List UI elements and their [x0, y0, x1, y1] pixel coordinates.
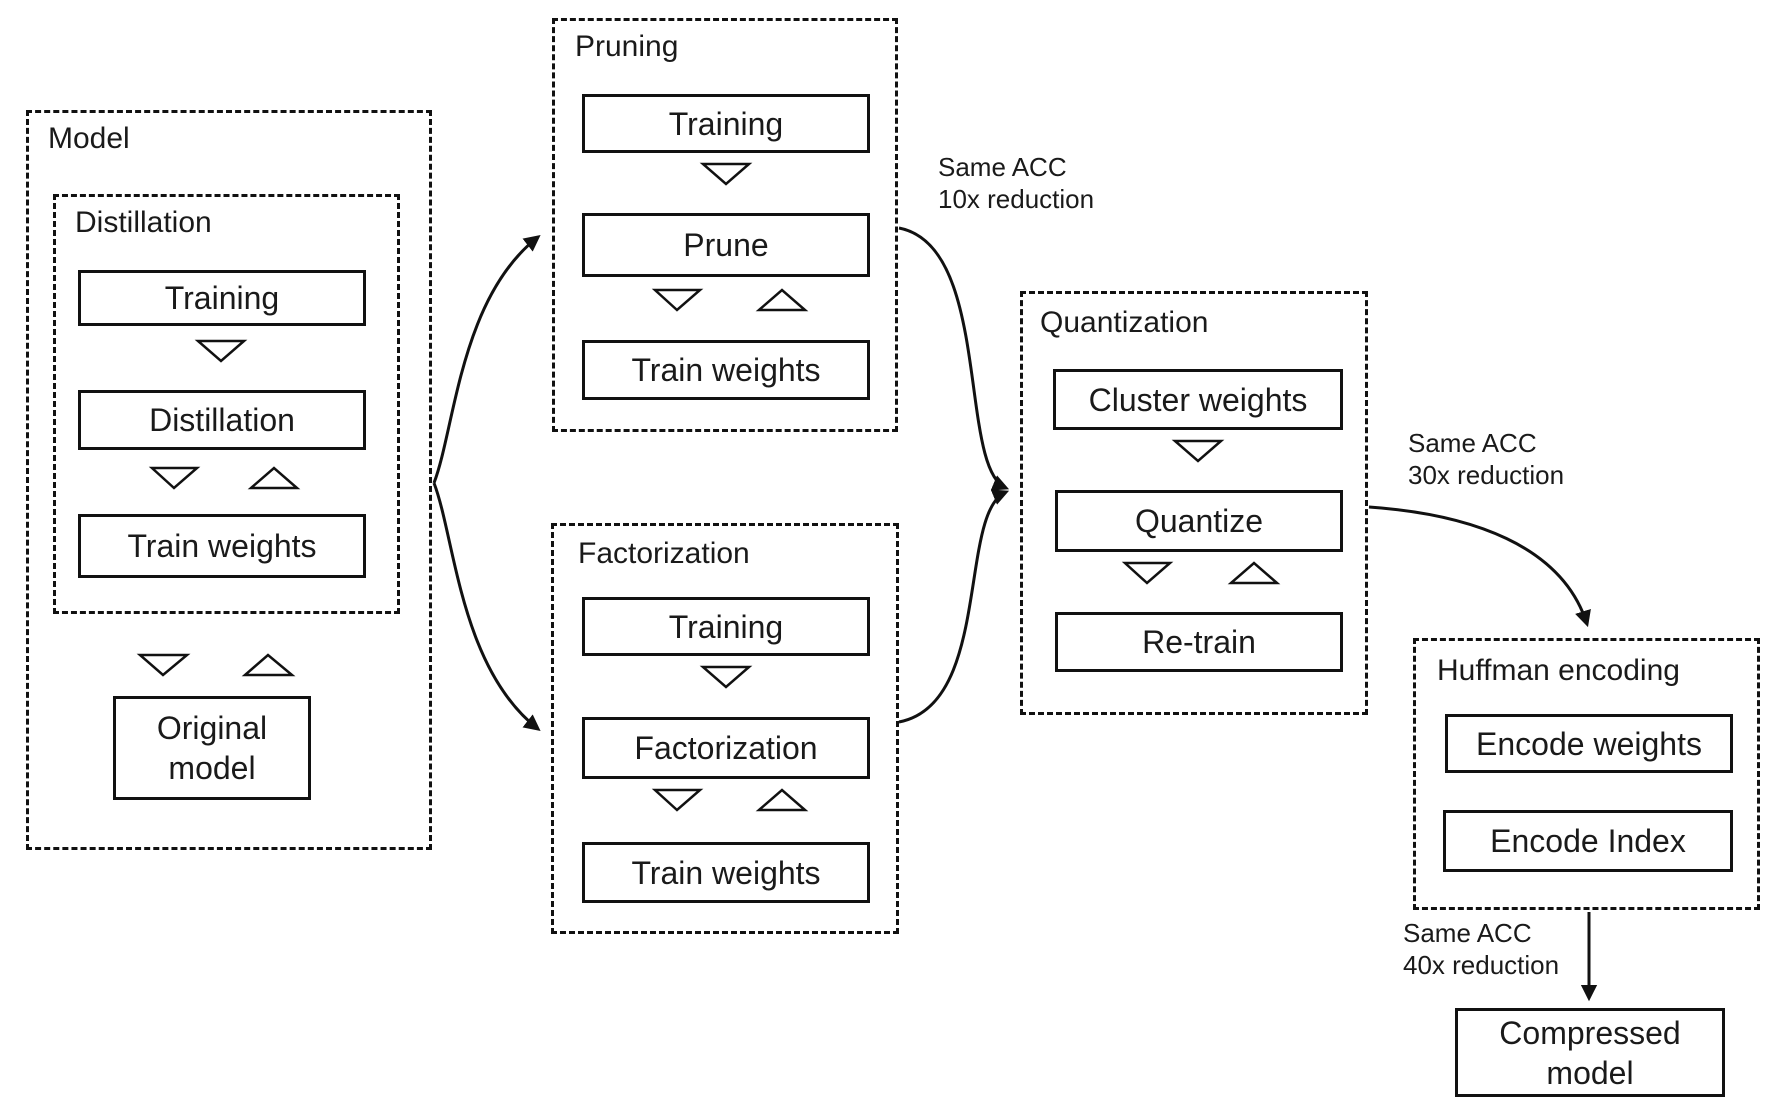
annotation-after-quantization: Same ACC 30x reduction — [1408, 428, 1564, 491]
step-label: Distillation — [149, 402, 295, 438]
annotation-line: Same ACC — [938, 152, 1067, 182]
annotation-line: Same ACC — [1403, 918, 1532, 948]
annotation-line: 30x reduction — [1408, 459, 1565, 490]
step-label: Train weights — [631, 854, 821, 891]
distillation-step-distillation: Distillation — [78, 390, 366, 450]
factorization-step-factorization: Factorization — [582, 717, 870, 779]
pruning-step-prune: Prune — [582, 213, 870, 277]
step-label: Train weights — [631, 352, 821, 388]
step-label: Encode weights — [1476, 725, 1702, 762]
step-label: Prune — [683, 227, 769, 263]
compressed-model-label: Compressed model — [1499, 1014, 1681, 1091]
compressed-model-box: Compressed model — [1455, 1008, 1725, 1097]
model-group: Model Distillation Training Distillation… — [26, 110, 432, 850]
step-label: Re-train — [1142, 624, 1256, 660]
factorization-step-training: Training — [582, 597, 870, 656]
step-label: Training — [164, 280, 280, 316]
pruning-step-training: Training — [582, 94, 870, 153]
quantization-step-retrain: Re-train — [1055, 612, 1343, 672]
quantization-step-quantize: Quantize — [1055, 490, 1343, 552]
annotation-line: 10x reduction — [938, 183, 1095, 214]
distillation-group: Distillation Training Distillation Train… — [53, 194, 400, 614]
huffman-group: Huffman encoding Encode weights Encode I… — [1413, 638, 1760, 910]
pruning-group-label: Pruning — [575, 30, 679, 63]
pruning-group: Pruning Training Prune Train weights — [552, 18, 898, 432]
annotation-line: 40x reduction — [1403, 949, 1560, 980]
factorization-group-label: Factorization — [578, 537, 750, 570]
distillation-group-label: Distillation — [75, 206, 212, 239]
huffman-step-encode-index: Encode Index — [1443, 810, 1733, 872]
step-label: Training — [668, 608, 784, 645]
flow-arrow-factorization-to-quantization — [898, 489, 1010, 724]
step-label: Train weights — [127, 528, 317, 564]
factorization-step-train-weights: Train weights — [582, 842, 870, 903]
flow-arrow-model-to-factorization — [432, 482, 541, 732]
annotation-after-pruning: Same ACC 10x reduction — [938, 152, 1094, 215]
model-group-label: Model — [48, 122, 130, 155]
flow-arrow-pruning-to-quantization — [898, 226, 1010, 491]
quantization-group-label: Quantization — [1040, 306, 1209, 339]
huffman-group-label: Huffman encoding — [1437, 654, 1680, 687]
step-label: Factorization — [634, 730, 818, 766]
quantization-step-cluster-weights: Cluster weights — [1053, 369, 1343, 430]
step-label: Training — [668, 105, 784, 142]
original-model-box: Original model — [113, 696, 311, 800]
distillation-step-train-weights: Train weights — [78, 514, 366, 578]
huffman-step-encode-weights: Encode weights — [1445, 714, 1733, 773]
distillation-step-training: Training — [78, 270, 366, 326]
flow-arrow-model-to-pruning — [432, 234, 541, 484]
quantization-group: Quantization Cluster weights Quantize Re… — [1020, 291, 1368, 715]
step-label: Encode Index — [1490, 823, 1686, 859]
annotation-after-huffman: Same ACC 40x reduction — [1403, 918, 1559, 981]
pruning-step-train-weights: Train weights — [582, 340, 870, 400]
flow-arrow-quantization-to-huffman — [1368, 505, 1591, 628]
step-label: Quantize — [1134, 503, 1264, 539]
factorization-group: Factorization Training Factorization Tra… — [551, 523, 899, 934]
original-model-label: Original model — [156, 710, 268, 786]
step-label: Cluster weights — [1088, 381, 1308, 418]
annotation-line: Same ACC — [1408, 428, 1537, 458]
